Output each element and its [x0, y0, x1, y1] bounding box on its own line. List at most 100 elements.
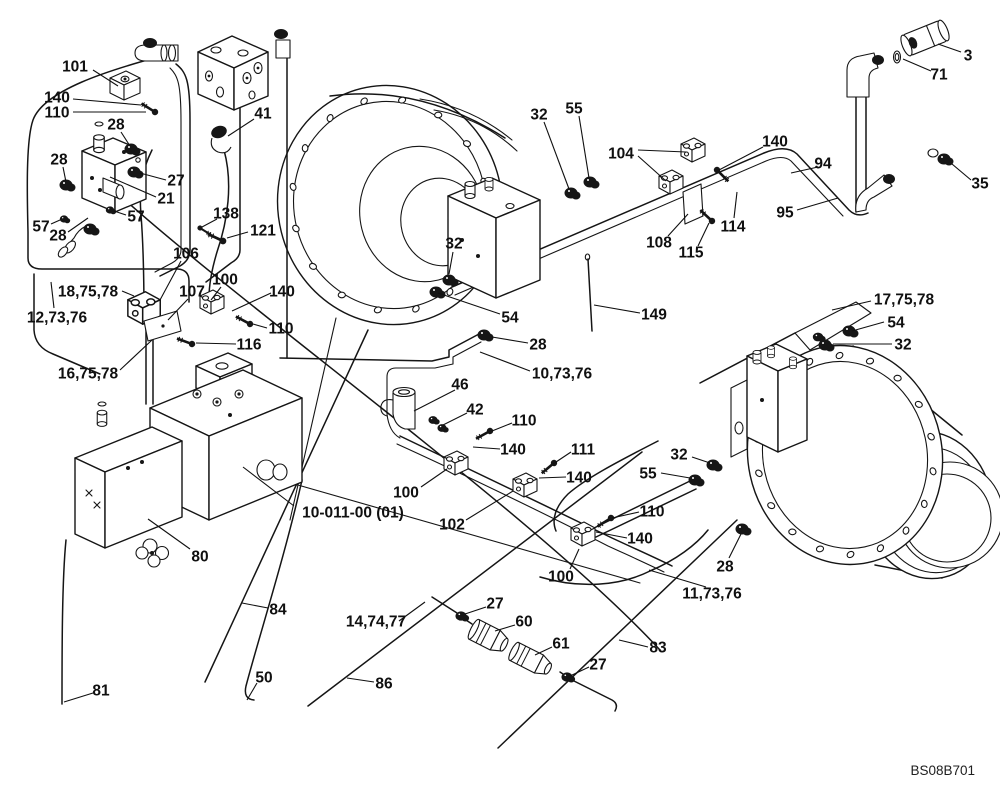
leader-line — [637, 155, 667, 182]
bolt-hole — [767, 502, 776, 510]
leader-line — [437, 292, 501, 315]
callout-18-75-78: 18,75,78 — [58, 284, 135, 301]
leader-line — [691, 456, 711, 464]
leader-line — [648, 569, 707, 588]
part-number-label: 28 — [50, 152, 68, 169]
callout-17-75-78: 17,75,78 — [831, 292, 935, 311]
bolt-hole — [337, 291, 346, 299]
part-number-label: 16,75,78 — [58, 366, 119, 383]
bolt-hole — [326, 114, 334, 123]
leader-line — [241, 602, 269, 609]
part-number-label: 32 — [894, 337, 911, 354]
callout-100: 100 — [548, 548, 580, 586]
leader-line — [50, 219, 61, 225]
leader-line — [538, 476, 567, 479]
part-number-label: 11,73,76 — [682, 586, 742, 603]
leader-line — [902, 58, 932, 72]
part-number-label: 106 — [173, 246, 199, 263]
main-control-valve-assembly — [74, 352, 303, 568]
leader-line — [718, 146, 764, 171]
callout-27: 27 — [464, 596, 504, 615]
part-number-label: 17,75,78 — [874, 292, 935, 309]
leader-line — [226, 231, 249, 239]
bolt-hole — [412, 305, 420, 313]
leader-line — [398, 601, 426, 622]
bolt-hole — [446, 287, 454, 296]
drawing-number: BS08B701 — [910, 763, 975, 778]
bolt-hole — [876, 544, 885, 553]
callout-140: 140 — [472, 442, 526, 459]
motor-right-valve-block — [730, 343, 808, 458]
part-number-label: 41 — [254, 106, 272, 123]
elbow-fitting-upper-right — [846, 52, 884, 98]
part-number-label: 101 — [62, 59, 88, 76]
callout-11-73-76: 11,73,76 — [648, 569, 742, 603]
callout-84: 84 — [241, 602, 287, 619]
leader-line — [472, 446, 501, 450]
leader-line — [637, 149, 687, 153]
hose-clamps-left — [127, 289, 225, 342]
callout-layer: 101140110282827215757284113812118,75,781… — [27, 43, 989, 703]
part-number-label: 27 — [486, 596, 503, 613]
leader-line — [491, 422, 513, 432]
part-number-label: 80 — [191, 549, 208, 566]
elbow-fitting-top-left — [134, 38, 179, 62]
leader-line — [63, 692, 94, 703]
part-number-label: 55 — [565, 101, 583, 118]
callout-140: 140 — [231, 284, 295, 312]
callout-81: 81 — [63, 683, 110, 703]
quick-coupler-60 — [467, 618, 509, 652]
leader-line — [210, 286, 222, 301]
leader-line — [733, 191, 738, 219]
callout-101: 101 — [62, 59, 119, 87]
leader-line — [578, 115, 590, 179]
leader-line — [790, 166, 819, 174]
part-number-label: 110 — [511, 413, 536, 430]
bolt-hole — [373, 306, 382, 314]
bolt-hole — [398, 96, 407, 104]
leader-line — [147, 518, 191, 550]
callout-42: 42 — [442, 402, 484, 426]
callout-28: 28 — [491, 336, 547, 354]
callout-27: 27 — [139, 172, 185, 190]
part-number-label: 12,73,76 — [27, 310, 88, 327]
leader-line — [611, 511, 640, 519]
callout-110: 110 — [252, 321, 294, 338]
callout-28: 28 — [107, 117, 131, 147]
callout-55: 55 — [639, 466, 691, 483]
callout-116: 116 — [195, 337, 262, 354]
bolt-hole — [929, 467, 937, 476]
part-number-label: 149 — [641, 307, 667, 324]
leader-line — [937, 43, 962, 53]
leader-line — [491, 336, 529, 344]
callout-32: 32 — [670, 447, 711, 464]
leader-line — [618, 639, 649, 648]
leader-line — [552, 451, 572, 465]
leader-line — [831, 300, 872, 311]
part-number-label: 21 — [157, 191, 175, 208]
leader-line — [92, 69, 119, 87]
part-number-label: 28 — [49, 228, 67, 245]
part-number-label: 115 — [678, 245, 703, 262]
part-number-label: 57 — [32, 219, 49, 236]
leader-line — [62, 166, 67, 183]
bolt-hole — [462, 140, 472, 148]
callout-28: 28 — [716, 533, 742, 576]
callout-110: 110 — [491, 413, 537, 432]
leader-line — [139, 172, 167, 181]
leader-line — [121, 290, 135, 297]
leader-line — [201, 218, 218, 228]
bolt-hole — [893, 374, 902, 382]
callout-54: 54 — [851, 315, 905, 332]
part-number-label: 100 — [393, 485, 419, 502]
callout-10-73-76: 10,73,76 — [479, 351, 593, 383]
callout-32: 32 — [833, 337, 912, 354]
callout-71: 71 — [902, 58, 948, 84]
callout-57: 57 — [113, 209, 145, 226]
part-number-label: 35 — [971, 176, 989, 193]
callout-111: 111 — [552, 442, 595, 465]
leader-line — [109, 176, 157, 198]
leader-line — [465, 490, 514, 521]
leader-line — [593, 304, 641, 314]
